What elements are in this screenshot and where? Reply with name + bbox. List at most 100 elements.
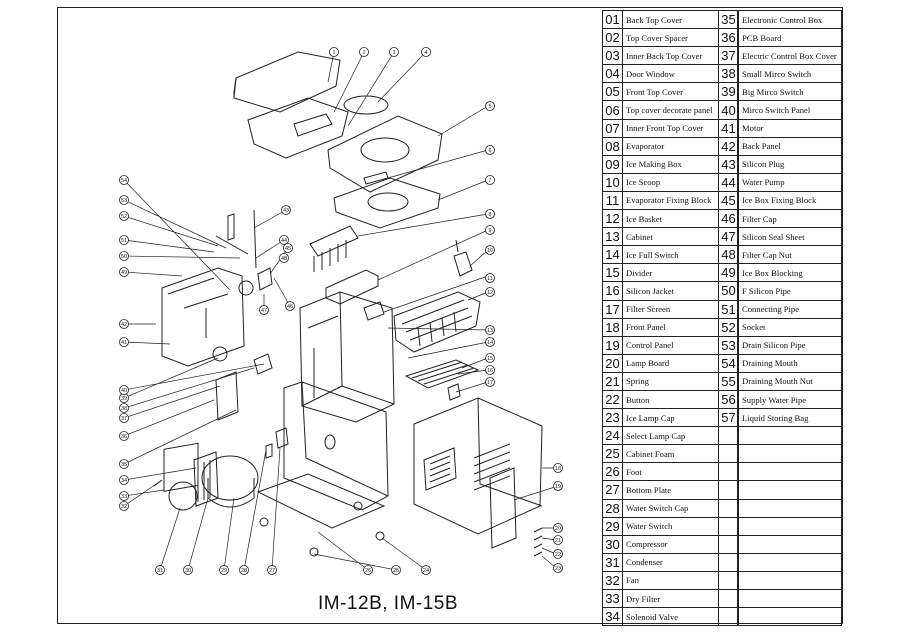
part-number: 51 bbox=[718, 299, 739, 319]
part-number bbox=[718, 534, 739, 554]
part-name: Drain Silicon Pipe bbox=[738, 335, 842, 355]
svg-text:53: 53 bbox=[121, 198, 127, 204]
parts-row bbox=[718, 588, 842, 609]
svg-text:44: 44 bbox=[281, 238, 287, 244]
part-number: 38 bbox=[718, 64, 739, 84]
svg-text:36: 36 bbox=[121, 434, 127, 440]
svg-text:31: 31 bbox=[157, 568, 163, 574]
part-number: 27 bbox=[602, 480, 623, 500]
svg-text:5: 5 bbox=[488, 104, 491, 110]
part-number: 03 bbox=[602, 46, 623, 66]
part-number: 04 bbox=[602, 64, 623, 84]
part-number: 35 bbox=[718, 9, 739, 30]
part-number: 53 bbox=[718, 335, 739, 355]
svg-text:4: 4 bbox=[424, 50, 427, 56]
part-number: 37 bbox=[718, 46, 739, 66]
svg-text:10: 10 bbox=[487, 248, 493, 254]
part-name: Connecting Pipe bbox=[738, 299, 842, 319]
parts-row bbox=[718, 607, 842, 627]
part-name: Condenser bbox=[622, 552, 738, 572]
part-name bbox=[738, 552, 842, 572]
svg-text:37: 37 bbox=[121, 416, 127, 422]
part-number: 29 bbox=[602, 516, 623, 536]
callout-33: 33 bbox=[119, 491, 129, 501]
part-name: Mirco Switch Panel bbox=[738, 100, 842, 120]
svg-text:47: 47 bbox=[261, 308, 267, 314]
part-name: Supply Water Pipe bbox=[738, 389, 842, 410]
front-top-cover-drawing bbox=[327, 115, 443, 193]
callout-32: 32 bbox=[119, 501, 129, 511]
callout-40: 40 bbox=[119, 385, 129, 395]
ice-making-box-drawing bbox=[325, 269, 379, 305]
drawing-frame bbox=[57, 7, 843, 624]
cabinet-foam-drawing bbox=[283, 381, 389, 511]
svg-text:30: 30 bbox=[185, 568, 191, 574]
callout-41: 41 bbox=[119, 337, 129, 347]
svg-text:6: 6 bbox=[488, 148, 491, 154]
svg-text:14: 14 bbox=[487, 340, 493, 346]
part-name: Motor bbox=[738, 118, 842, 138]
callout-24: 24 bbox=[421, 565, 431, 575]
part-name: Dry Filter bbox=[622, 588, 738, 609]
part-name bbox=[738, 498, 842, 518]
callout-31: 31 bbox=[155, 565, 165, 575]
callout-11: 11 bbox=[485, 273, 495, 283]
inner-back-top-cover-drawing bbox=[247, 97, 349, 159]
callout-25: 25 bbox=[391, 565, 401, 575]
svg-text:15: 15 bbox=[487, 356, 493, 362]
part-number: 22 bbox=[602, 389, 623, 410]
svg-text:43: 43 bbox=[283, 208, 289, 214]
part-number bbox=[718, 462, 739, 482]
part-number: 43 bbox=[718, 154, 739, 174]
callout-21: 21 bbox=[553, 535, 563, 545]
part-name: Ice Box Fixing Block bbox=[738, 190, 842, 211]
part-number bbox=[718, 607, 739, 627]
callout-14: 14 bbox=[485, 337, 495, 347]
callout-46: 46 bbox=[285, 301, 295, 311]
part-name bbox=[738, 534, 842, 554]
part-number: 32 bbox=[602, 570, 623, 591]
callout-49: 49 bbox=[119, 267, 129, 277]
callout-48: 48 bbox=[279, 253, 289, 263]
callout-4: 4 bbox=[421, 47, 431, 57]
callout-15: 15 bbox=[485, 353, 495, 363]
svg-text:17: 17 bbox=[487, 380, 493, 386]
part-name: Small Mirco Switch bbox=[738, 64, 842, 84]
callout-18: 18 bbox=[553, 463, 563, 473]
part-name: Solenoid Valve bbox=[622, 607, 738, 627]
callout-45: 45 bbox=[283, 243, 293, 253]
svg-text:35: 35 bbox=[121, 462, 127, 468]
part-number: 47 bbox=[718, 227, 739, 247]
water-pump-drawing bbox=[238, 280, 254, 296]
svg-text:49: 49 bbox=[121, 270, 127, 276]
callout-5: 5 bbox=[485, 101, 495, 111]
parts-row bbox=[718, 480, 842, 500]
part-name: Filter Cap bbox=[738, 209, 842, 229]
part-number: 46 bbox=[718, 209, 739, 229]
svg-text:42: 42 bbox=[121, 322, 127, 328]
callout-35: 35 bbox=[119, 459, 129, 469]
part-name: Draining Mouth bbox=[738, 353, 842, 373]
svg-text:46: 46 bbox=[287, 304, 293, 310]
part-name bbox=[738, 426, 842, 446]
callout-44: 44 bbox=[279, 235, 289, 245]
divider-grid-drawing bbox=[404, 359, 480, 389]
part-number: 55 bbox=[718, 371, 739, 391]
part-name bbox=[738, 444, 842, 464]
part-name bbox=[738, 462, 842, 482]
part-number: 30 bbox=[602, 534, 623, 554]
part-name: Ice Box Blocking bbox=[738, 263, 842, 283]
